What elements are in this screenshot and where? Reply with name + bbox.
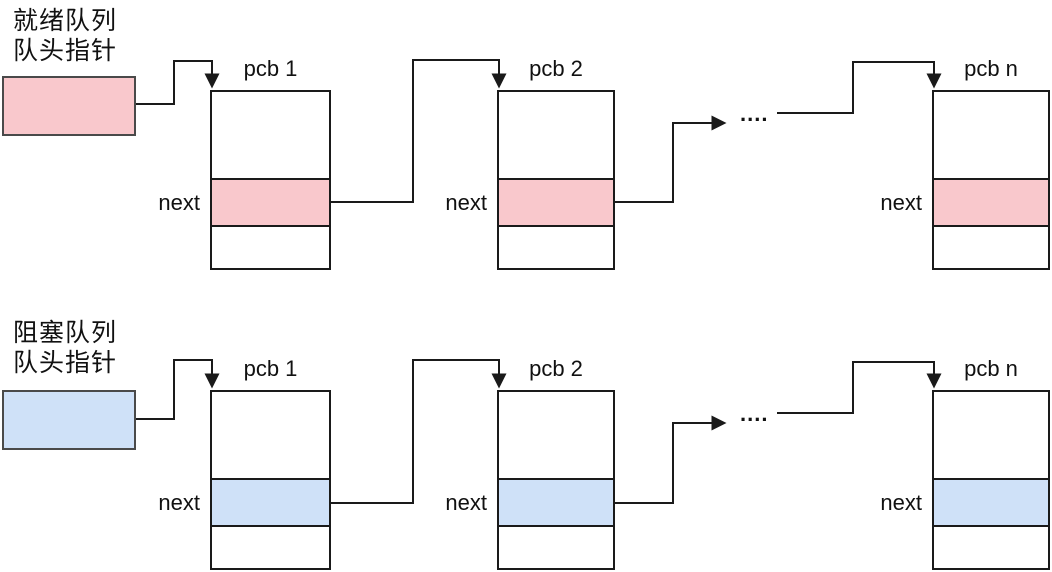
next-field-label: next (158, 190, 200, 215)
wire-blocked-pcb1-to-pcb2 (331, 359, 507, 504)
next-field-highlight (499, 478, 613, 527)
wire-blocked-head-to-pcb1 (136, 359, 220, 420)
next-field-highlight (212, 178, 329, 227)
next-field-label: next (445, 490, 487, 515)
pcb-node: pcb 2 next (445, 356, 615, 570)
wire-ready-pcb1-to-pcb2 (331, 59, 507, 203)
pcb-title: pcb 2 (529, 356, 583, 381)
wire-ready-pcb2-to-dots (615, 115, 727, 203)
next-field-label: next (880, 490, 922, 515)
pcb-node: pcb 1 next (158, 56, 331, 270)
wire-blocked-pcb2-to-dots (615, 415, 727, 504)
queue-ready-head-pointer-box (2, 76, 136, 136)
queue-ready-label-line1: 就绪队列 (13, 7, 118, 35)
queue-blocked-head-pointer-box (2, 390, 136, 450)
pcb-node: pcb n next (880, 56, 1050, 270)
wire-ready-head-to-pcb1 (136, 60, 220, 105)
pcb-title: pcb 1 (243, 56, 298, 81)
pcb-title: pcb 2 (529, 56, 583, 81)
next-field-label: next (158, 490, 200, 515)
next-field-label: next (880, 190, 922, 215)
next-field-highlight (934, 178, 1048, 227)
pcb-node: pcb 2 next (445, 56, 615, 270)
pcb-node: pcb 1 next (158, 356, 331, 570)
pcb-title: pcb n (964, 356, 1018, 381)
queue-ready-label-line2: 队头指针 (13, 37, 118, 65)
pcb-title: pcb n (964, 56, 1018, 81)
next-field-highlight (934, 478, 1048, 527)
wire-ready-dots-to-pcbn (777, 61, 942, 114)
queue-ready-label: 就绪队列 队头指针 (13, 6, 117, 66)
next-field-label: next (445, 190, 487, 215)
ellipsis-dots: .... (740, 101, 769, 126)
pcb-title: pcb 1 (243, 356, 298, 381)
pcb-node: pcb n next (880, 356, 1050, 570)
queue-blocked-label-line1: 阻塞队列 (13, 319, 118, 347)
next-field-highlight (212, 478, 329, 527)
queue-blocked-label-line2: 队头指针 (13, 349, 118, 377)
ellipsis-dots: .... (740, 401, 769, 426)
next-field-highlight (499, 178, 613, 227)
queue-blocked-label: 阻塞队列 队头指针 (13, 318, 117, 378)
wire-blocked-dots-to-pcbn (777, 361, 942, 414)
